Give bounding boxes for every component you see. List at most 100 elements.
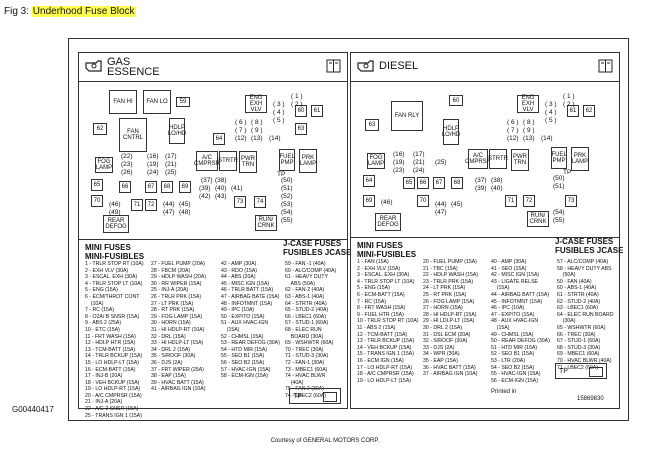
fuse-list-col4: 57 - ALC/COMP (40A) 58 - HEAVY DUTY ABS …: [557, 259, 614, 371]
divider: [351, 81, 619, 82]
mini-fuse-pos: ( 3 ): [273, 101, 285, 108]
fuse-72: 72: [523, 195, 535, 207]
fuse-list-col2: 20 - FUEL PUMP (15A) 21 - TBC (15A) 22 -…: [423, 259, 479, 378]
rear-defog-relay: REAR DEFOG: [375, 213, 401, 231]
mini-fuse-pos: (19): [147, 161, 159, 168]
mini-fuse-pos: ( 5 ): [273, 117, 285, 124]
mini-fuse-pos: ( 9 ): [251, 127, 263, 134]
ac-cmprsr-relay: A/C CMPRSR: [465, 149, 491, 169]
strtr-relay: STRTR: [488, 149, 508, 169]
fuse-71: 71: [505, 195, 517, 207]
fuel-pmp-relay: FUEL PMP: [279, 149, 295, 171]
tp-symbol-icon: [323, 392, 337, 402]
mini-fuse-pos: (44): [435, 201, 447, 208]
fuse-61: 61: [311, 105, 323, 117]
mini-fuse-pos: (21): [413, 159, 425, 166]
pwr-trn-relay: PWR TRN: [511, 149, 529, 171]
mini-fuse-pos: (12): [235, 135, 247, 142]
tp-box: TP: [289, 388, 341, 404]
mini-fuse-pos: (49): [109, 209, 121, 216]
engine-icon: [357, 60, 374, 72]
mini-fuse-pos: (55): [553, 217, 565, 224]
run-crnk-relay: RUN/ CRNK: [527, 211, 549, 227]
fuse-70: 70: [91, 195, 103, 207]
fuse-59: 59: [176, 97, 190, 107]
mini-fuse-pos: ( 2 ): [563, 101, 575, 108]
fuse-67: 67: [145, 181, 157, 193]
fuse-73: 73: [565, 195, 577, 207]
fan-cntrl-relay: FAN CNTRL: [119, 118, 147, 152]
mini-fuse-pos: (47): [435, 209, 447, 216]
tp-symbol-icon: [589, 367, 603, 377]
mini-fuse-pos: (45): [451, 201, 463, 208]
image-caption: G00440417: [12, 405, 54, 414]
mini-fuse-pos: (47): [163, 209, 175, 216]
mini-fuse-pos: ( 6 ): [235, 119, 247, 126]
mini-fuse-pos: (39): [199, 185, 211, 192]
mini-fuse-pos: (50): [553, 175, 565, 182]
mini-fuse-pos: (39): [475, 185, 487, 192]
mini-fuse-pos: (23): [121, 161, 133, 168]
mini-fuse-pos: (37): [475, 177, 487, 184]
mini-fuse-pos: ( 7 ): [507, 127, 519, 134]
fuel-pmp-relay: FUEL PMP: [551, 147, 567, 169]
fuse-72: 72: [145, 199, 157, 211]
mini-fuse-pos: (46): [109, 201, 121, 208]
fuse-list-col2: 27 - FUEL PUMP (20A) 28 - FBCM (20A) 29 …: [151, 261, 207, 393]
mini-fuse-pos: (53): [281, 201, 293, 208]
mini-fuse-pos: (13): [523, 135, 535, 142]
printed-in-label: Printed in: [491, 389, 517, 395]
ac-cmprsr-relay: A/C CMPRSR: [194, 151, 220, 171]
mini-fuse-pos: ( 8 ): [251, 119, 263, 126]
fuse-list-col4: 59 - FAN -1 (40A) 60 - ALC/COMP (40A) 61…: [285, 261, 337, 399]
diesel-panel-header: DIESEL: [351, 53, 619, 81]
divider: [351, 237, 619, 238]
tp-label: TP: [293, 392, 302, 400]
tp-box: TP: [555, 363, 607, 379]
jcase-fuses-heading: J-CASE FUSES FUSIBLES JCASE: [283, 239, 352, 257]
mini-fuse-pos: ( 3 ): [545, 101, 557, 108]
fan-rly-relay: FAN RLY: [391, 101, 423, 131]
divider: [79, 239, 347, 240]
eng-exh-vlv-relay: ENG EXH VLV: [245, 95, 267, 113]
mini-fuse-pos: (46): [381, 199, 393, 206]
fuse-69: 69: [179, 181, 191, 193]
manual-book-icon: [326, 59, 341, 73]
fuse-71: 71: [131, 199, 143, 211]
fuse-list-col3: 40 - AMP (30A) 41 - SEO (15A) 42 - MISC …: [491, 259, 550, 384]
figure-prefix: Fig 3:: [4, 6, 32, 17]
mini-fuse-pos: ( 6 ): [507, 119, 519, 126]
fuse-68: 68: [161, 181, 173, 193]
mini-fuse-pos: (41): [231, 185, 243, 192]
mini-fuses-heading: MINI FUSES MINI-FUSIBLES: [85, 243, 145, 261]
fuse-60: 60: [295, 105, 307, 117]
tp-label: TP: [559, 367, 568, 375]
courtesy-line: Courtesy of GENERAL MOTORS CORP.: [270, 438, 380, 444]
mini-fuse-pos: (16): [147, 153, 159, 160]
fog-lamp-relay: FOG LAMP: [367, 153, 385, 169]
mini-fuse-pos: (40): [215, 185, 227, 192]
fuse-74: 74: [254, 196, 266, 208]
engine-icon: [85, 60, 102, 72]
mini-fuse-pos: (12): [507, 135, 519, 142]
mini-fuse-pos: (44): [163, 201, 175, 208]
run-crnk-relay: RUN/ CRNK: [255, 215, 277, 231]
mini-fuse-pos: (45): [179, 201, 191, 208]
mini-fuse-pos: ( 9 ): [523, 127, 535, 134]
mini-fuse-pos: ( 4 ): [273, 109, 285, 116]
tp-mark: TP: [277, 171, 286, 178]
fuse-69: 69: [363, 195, 375, 207]
document-number: 15869830: [577, 396, 604, 402]
fuse-61: 61: [567, 105, 579, 117]
mini-fuse-pos: (23): [393, 167, 405, 174]
mini-fuse-pos: (14): [541, 135, 553, 142]
fuse-73: 73: [234, 196, 246, 208]
mini-fuse-pos: (17): [165, 153, 177, 160]
mini-fuse-pos: (52): [281, 193, 293, 200]
diesel-fuse-panel: DIESEL FAN RLY 60 63 HDLP LO/HD ENG EXH …: [350, 52, 623, 409]
fuse-62: 62: [93, 123, 107, 135]
fuse-62: 62: [583, 105, 595, 117]
